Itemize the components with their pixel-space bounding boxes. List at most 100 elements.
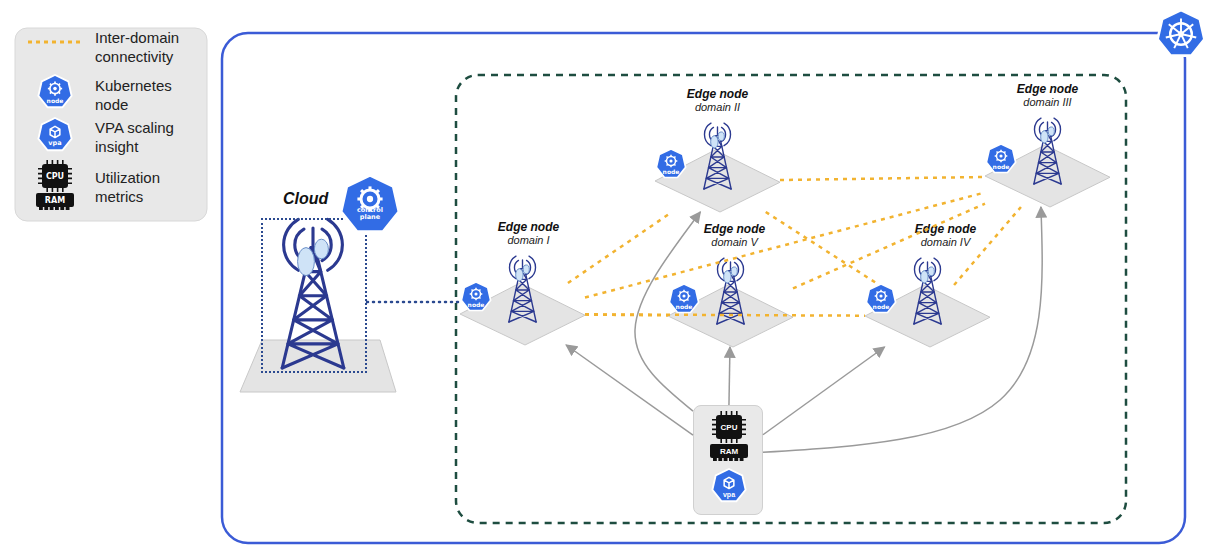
node-shape bbox=[985, 145, 1110, 207]
node-title: Cloud bbox=[283, 190, 328, 208]
gear-ring bbox=[877, 292, 886, 301]
inter-domain-link bbox=[585, 192, 985, 297]
ram-contact bbox=[55, 207, 59, 210]
gear-tooth bbox=[1004, 159, 1005, 160]
ram-contact bbox=[724, 458, 728, 461]
metrics-box: CPURAMvpa bbox=[693, 405, 763, 515]
cube-outline bbox=[50, 126, 60, 137]
antenna-dish bbox=[724, 271, 731, 283]
node-subtitle: domain I bbox=[507, 234, 549, 246]
inter-domain-link bbox=[585, 313, 668, 316]
icon-heptagon bbox=[866, 284, 895, 313]
tower-frame bbox=[509, 256, 536, 322]
icon-text: vpa bbox=[723, 491, 735, 498]
gear-tooth bbox=[475, 299, 477, 301]
legend-text: Inter-domain connectivity bbox=[95, 28, 200, 66]
gear-tooth bbox=[995, 155, 997, 157]
tower-frame bbox=[914, 258, 941, 324]
cloud-site: Cloud bbox=[261, 218, 367, 373]
gear-tooth bbox=[472, 290, 473, 291]
edge-node-site: Edge nodedomain IV bbox=[865, 285, 990, 347]
icon-caption: vpa bbox=[48, 139, 61, 147]
antenna-dish bbox=[928, 267, 934, 276]
legend-text: Utilization metrics bbox=[95, 168, 200, 206]
gear-tooth bbox=[379, 198, 383, 201]
gear-tooth bbox=[479, 297, 480, 298]
antenna-dish bbox=[1041, 131, 1048, 143]
edge-node-site: Edge nodedomain III bbox=[985, 145, 1110, 207]
ram-icon bbox=[710, 444, 748, 461]
gear-ring bbox=[667, 157, 676, 166]
gear-tooth bbox=[884, 299, 885, 300]
node-title: Edge node bbox=[704, 222, 765, 236]
gear-tooth bbox=[54, 94, 56, 96]
ram-contact bbox=[60, 207, 64, 210]
cluster-boundary bbox=[222, 33, 1185, 543]
ram-contact bbox=[740, 458, 744, 461]
tower-frame bbox=[1034, 118, 1061, 184]
edge-node-site: Edge nodedomain I bbox=[460, 283, 585, 345]
gear-tooth bbox=[667, 157, 668, 158]
antenna-dish bbox=[921, 271, 928, 283]
icon-caption: node bbox=[468, 301, 485, 308]
node-shape bbox=[263, 220, 369, 375]
platform-rhombus bbox=[655, 150, 780, 212]
gear-tooth bbox=[50, 92, 51, 93]
gear-ring bbox=[361, 190, 379, 208]
gear-tooth bbox=[880, 301, 882, 303]
inter-domain-link bbox=[793, 204, 985, 289]
gear-tooth bbox=[884, 292, 885, 293]
edge-tower bbox=[717, 258, 744, 324]
node-shape bbox=[865, 285, 990, 347]
edge-tower bbox=[509, 256, 536, 322]
legend-text: VPA scaling insight bbox=[95, 118, 200, 156]
node-subtitle: domain IV bbox=[921, 236, 971, 248]
icon-text: CPU bbox=[721, 423, 738, 432]
icon-caption: node bbox=[663, 168, 680, 175]
gear-tooth bbox=[1000, 150, 1002, 152]
edge-node-site: Edge nodedomain V bbox=[668, 285, 793, 347]
gear-tooth bbox=[997, 159, 998, 160]
gear-tooth bbox=[54, 81, 56, 83]
gear-tooth bbox=[687, 292, 688, 293]
kubernetes-node-icon bbox=[866, 284, 895, 313]
antenna-dish bbox=[1048, 127, 1054, 136]
antenna-dish bbox=[711, 136, 718, 148]
antenna-dish bbox=[516, 269, 523, 281]
tower-frame bbox=[704, 123, 731, 189]
wheel-spoke bbox=[1181, 34, 1188, 48]
gear-tooth bbox=[479, 290, 480, 291]
ram-contact bbox=[729, 458, 733, 461]
antenna-dish bbox=[731, 267, 737, 276]
gear-hub bbox=[367, 196, 373, 202]
node-subtitle: domain II bbox=[695, 101, 740, 113]
ram-contact bbox=[50, 207, 54, 210]
legend-ram-icon bbox=[36, 193, 74, 210]
node-title: Edge node bbox=[1017, 82, 1078, 96]
icon-heptagon bbox=[1158, 10, 1205, 56]
gear-tooth bbox=[678, 295, 680, 297]
tower-mast bbox=[311, 228, 314, 248]
legend-node-icon bbox=[38, 75, 71, 107]
ram-body bbox=[710, 444, 748, 458]
kubernetes-logo bbox=[1158, 10, 1205, 56]
gear-tooth bbox=[875, 295, 877, 297]
icon-heptagon bbox=[656, 149, 685, 178]
gear-ring bbox=[680, 292, 689, 301]
gear-tooth bbox=[680, 292, 681, 293]
hardware-label: RAM bbox=[45, 196, 65, 205]
gear-hub bbox=[474, 292, 477, 295]
gear-tooth bbox=[674, 157, 675, 158]
ram-contact bbox=[718, 458, 722, 461]
uplink-line bbox=[367, 301, 460, 304]
legend-vpa-icon bbox=[38, 118, 71, 150]
icon-caption: control plane bbox=[353, 207, 387, 221]
inter-domain-link bbox=[766, 212, 880, 285]
gear-tooth bbox=[361, 190, 364, 193]
gear-ring bbox=[472, 290, 481, 299]
gear-tooth bbox=[670, 155, 672, 157]
